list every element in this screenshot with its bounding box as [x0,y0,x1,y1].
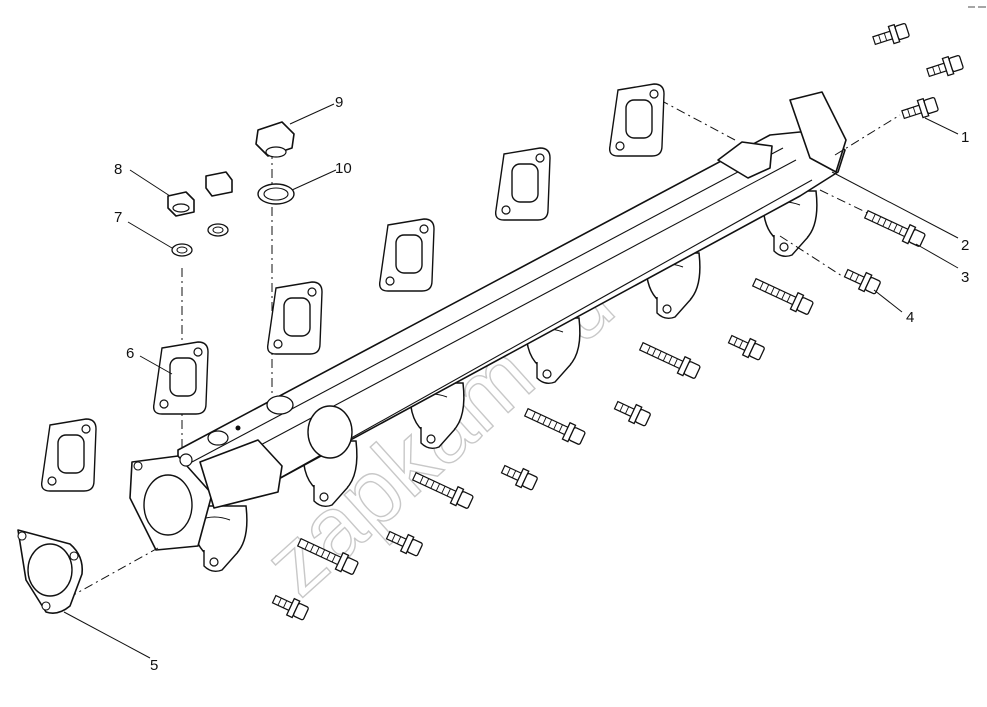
exhaust-manifold [129,91,847,551]
callout-10: 10 [335,160,352,177]
callout-7: 7 [114,209,122,226]
callout-5: 5 [150,657,158,674]
callout-3: 3 [961,269,969,286]
leader-lines [63,103,959,659]
callout-4: 4 [906,309,914,326]
callout-8: 8 [114,161,122,178]
callout-9: 9 [335,94,343,111]
callout-2: 2 [961,237,969,254]
callout-6: 6 [126,345,134,362]
callout-labels: 1 2 3 4 5 6 7 8 9 10 [114,94,969,674]
outlet-gasket [17,529,84,614]
plugs-and-washers [167,121,295,257]
callout-1: 1 [961,129,969,146]
